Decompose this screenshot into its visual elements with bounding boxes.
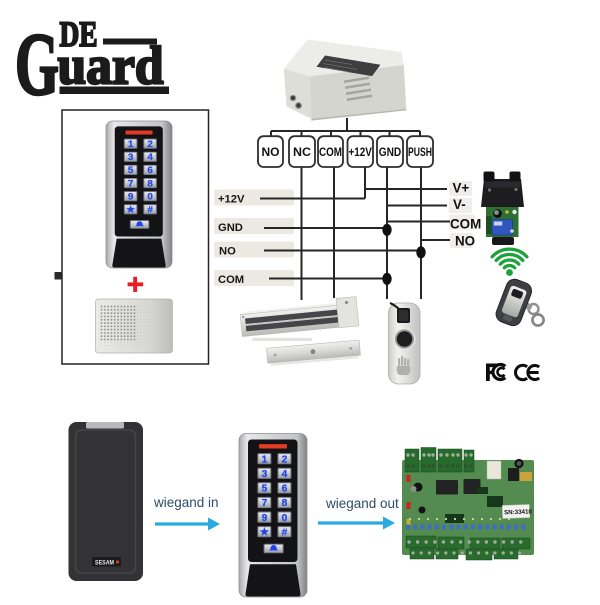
svg-text:COM: COM xyxy=(319,145,342,159)
svg-text:SN:33410: SN:33410 xyxy=(504,508,533,516)
svg-text:DE: DE xyxy=(60,14,98,54)
svg-text:NO: NO xyxy=(455,233,475,248)
svg-text:COM: COM xyxy=(218,274,244,286)
svg-text:V+: V+ xyxy=(453,181,470,196)
svg-text:NO: NO xyxy=(219,246,236,258)
svg-text:NC: NC xyxy=(293,145,311,159)
svg-text:G: G xyxy=(15,16,59,114)
svg-text:uard: uard xyxy=(58,36,164,96)
svg-text:NO: NO xyxy=(262,145,280,159)
svg-text:wiegand in: wiegand in xyxy=(153,495,219,510)
svg-text:PUSH: PUSH xyxy=(408,145,432,159)
svg-text:COM: COM xyxy=(450,216,481,231)
svg-text:SESAM: SESAM xyxy=(95,561,114,567)
svg-text:wiegand out: wiegand out xyxy=(325,496,399,511)
svg-text:GND: GND xyxy=(379,145,402,159)
svg-text:GND: GND xyxy=(218,222,243,234)
svg-text:+12V: +12V xyxy=(218,194,245,206)
svg-text:V-: V- xyxy=(453,197,466,212)
svg-text:+12V: +12V xyxy=(348,145,372,159)
